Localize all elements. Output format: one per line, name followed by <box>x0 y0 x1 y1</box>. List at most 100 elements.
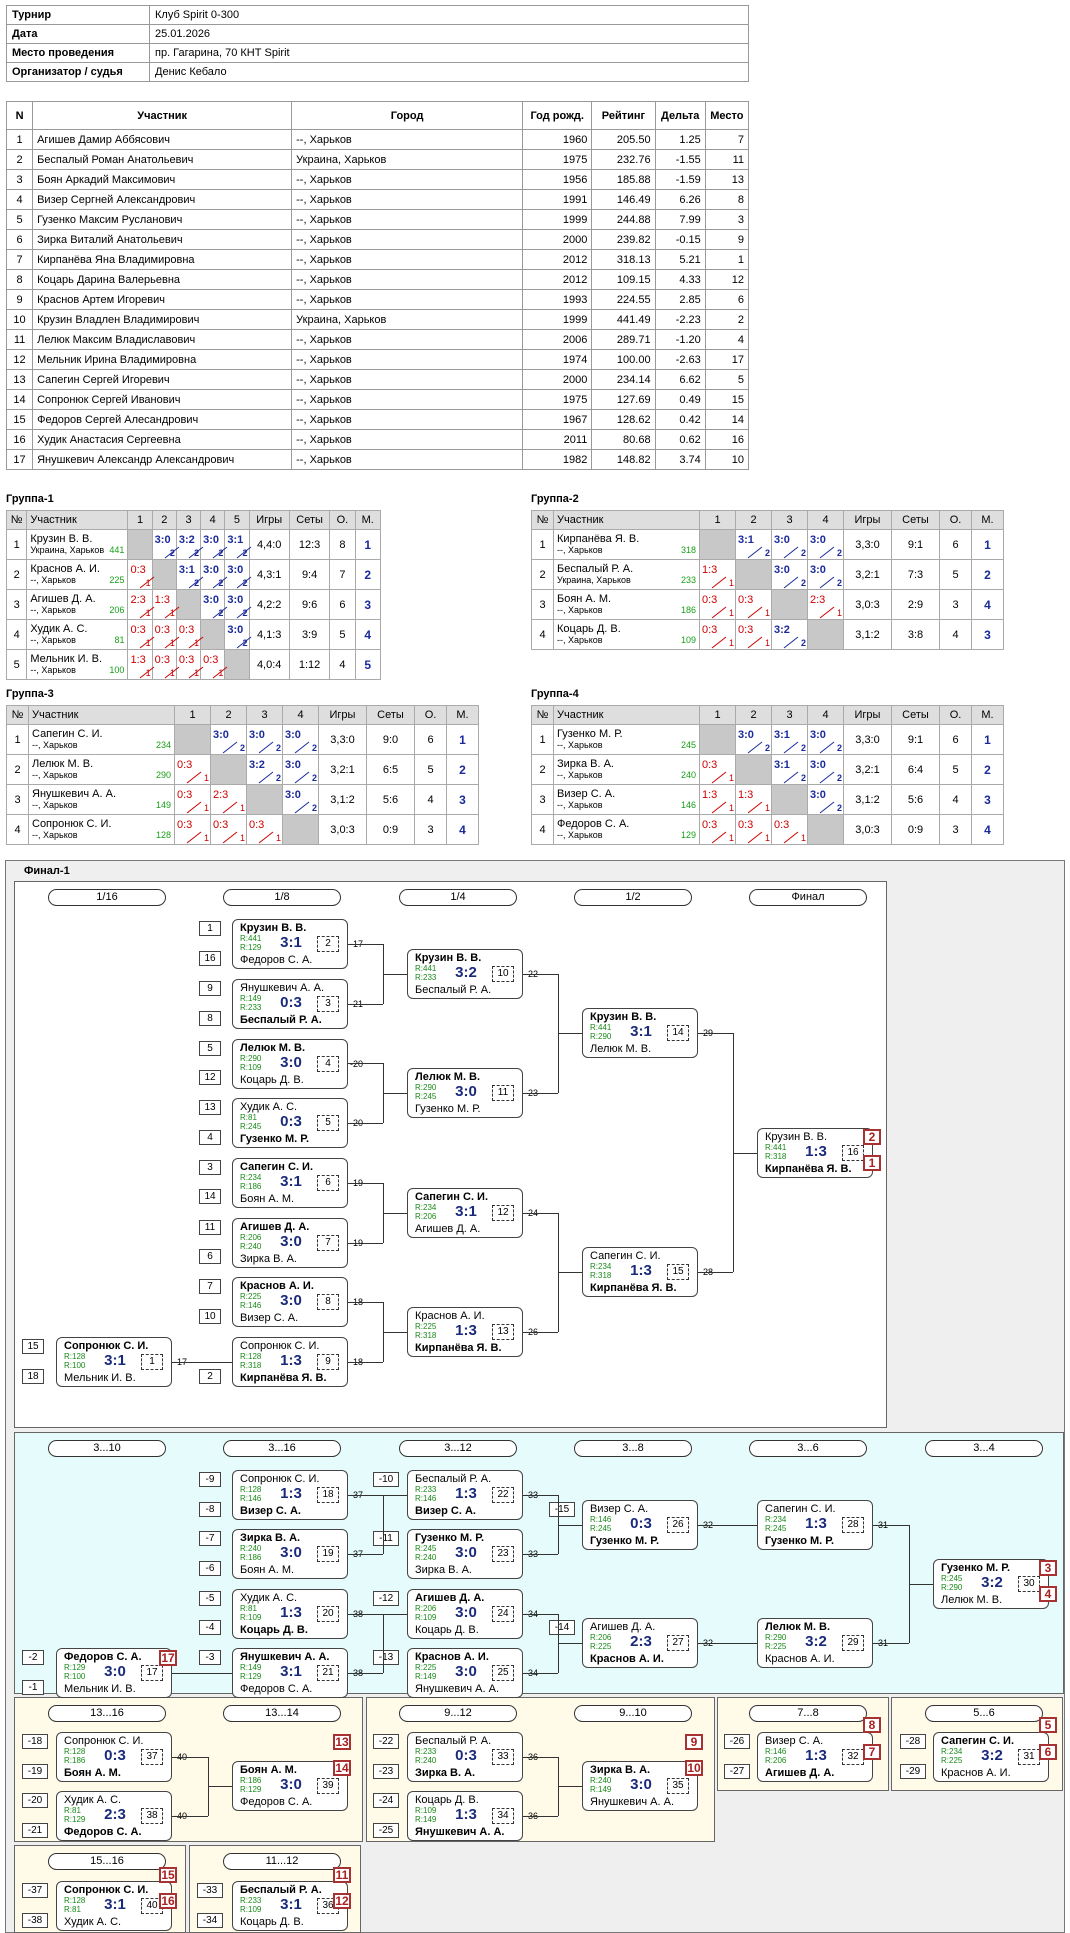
connector <box>348 1183 383 1184</box>
group-score-points: 1 <box>203 802 209 813</box>
participant-cell: 2 <box>5 149 34 170</box>
match-player-1: Агишев Д. А. <box>240 1221 310 1233</box>
group-header-cell: О. <box>939 510 972 530</box>
group-sets: 5:6 <box>891 784 940 815</box>
participant-cell: 80.68 <box>591 429 656 450</box>
group-self-cell <box>699 724 736 755</box>
connector <box>523 1332 558 1333</box>
group-score-points: 1 <box>764 607 770 618</box>
participant-cell: --, Харьков <box>291 389 524 410</box>
group-score-slash <box>237 576 252 588</box>
group-row-number: 4 <box>6 814 29 845</box>
seed-box: -26 <box>724 1734 750 1749</box>
group-place: 2 <box>354 559 381 590</box>
group-score-slash <box>186 771 202 783</box>
group-points: 7 <box>329 559 356 590</box>
group-header-cell: 1 <box>174 705 211 725</box>
match-player-1: Лелюк М. В. <box>240 1042 306 1054</box>
group-self-cell <box>175 589 202 620</box>
match-rating-1: R:234 <box>941 1747 963 1756</box>
match-score: 3:0 <box>455 1663 477 1680</box>
group-score-points: 1 <box>728 832 734 843</box>
participant-cell: 289.71 <box>591 329 656 350</box>
match-rating-1: R:225 <box>415 1322 437 1331</box>
seed-box: -8 <box>199 1502 221 1517</box>
match-number: 6 <box>317 1175 339 1191</box>
group-participant-city: --, Харьков <box>557 799 603 810</box>
group-score-slash <box>711 831 727 843</box>
round-label: 3...8 <box>574 1440 692 1457</box>
participant-cell: 127.69 <box>591 389 656 410</box>
group-header-cell: Игры <box>843 510 892 530</box>
match-number: 39 <box>317 1778 339 1794</box>
participant-cell: Боян Аркадий Максимович <box>32 169 293 190</box>
group-score-points: 2 <box>311 772 317 783</box>
group-participant-rating: 186 <box>680 604 696 615</box>
participant-cell: --, Харьков <box>291 129 524 150</box>
match-score: 1:3 <box>455 1322 477 1339</box>
connector <box>172 1362 232 1363</box>
group-score-value: 3:1 <box>774 728 790 741</box>
group-place: 1 <box>446 724 479 755</box>
group-header-cell: № <box>531 510 554 530</box>
match-rating-1: R:225 <box>240 1292 262 1301</box>
group-score-points: 1 <box>275 832 281 843</box>
group-place: 3 <box>971 619 1004 650</box>
group-score-slash <box>819 606 835 618</box>
group-participant-rating: 318 <box>680 544 696 555</box>
group-score-slash <box>164 666 179 678</box>
group-participant-rating: 240 <box>680 769 696 780</box>
connector <box>348 944 383 945</box>
group-row-number: 3 <box>6 784 29 815</box>
group-score-value: 3:1 <box>227 533 244 546</box>
group-sets: 1:12 <box>288 649 331 680</box>
round-label: 5...6 <box>925 1705 1043 1722</box>
group-place: 1 <box>971 724 1004 755</box>
group-score-value: 3:0 <box>810 788 826 801</box>
group-score-value: 3:0 <box>213 728 229 741</box>
group-score-slash <box>783 831 799 843</box>
group-sets: 12:3 <box>288 529 331 560</box>
match-number: 17 <box>141 1665 163 1681</box>
participant-cell: Федоров Сергей Алесандрович <box>32 409 293 430</box>
group-score-value: 2:3 <box>810 593 826 606</box>
match-rating-1: R:245 <box>415 1544 437 1553</box>
match-player-1: Гузенко М. Р. <box>941 1562 1011 1574</box>
match-rating-2: R:233 <box>415 973 437 982</box>
group-4-title: Группа-4 <box>531 688 579 700</box>
group-participant-rating: 81 <box>114 634 125 645</box>
group-points: 5 <box>329 619 356 650</box>
connector <box>558 1272 582 1273</box>
match-number: 2 <box>317 936 339 952</box>
group-header-cell: 4 <box>807 510 844 530</box>
match-player-1: Сапегин С. И. <box>941 1735 1015 1747</box>
participants-header-cell: Рейтинг <box>591 101 656 130</box>
seed-box: 3 <box>199 1160 221 1175</box>
